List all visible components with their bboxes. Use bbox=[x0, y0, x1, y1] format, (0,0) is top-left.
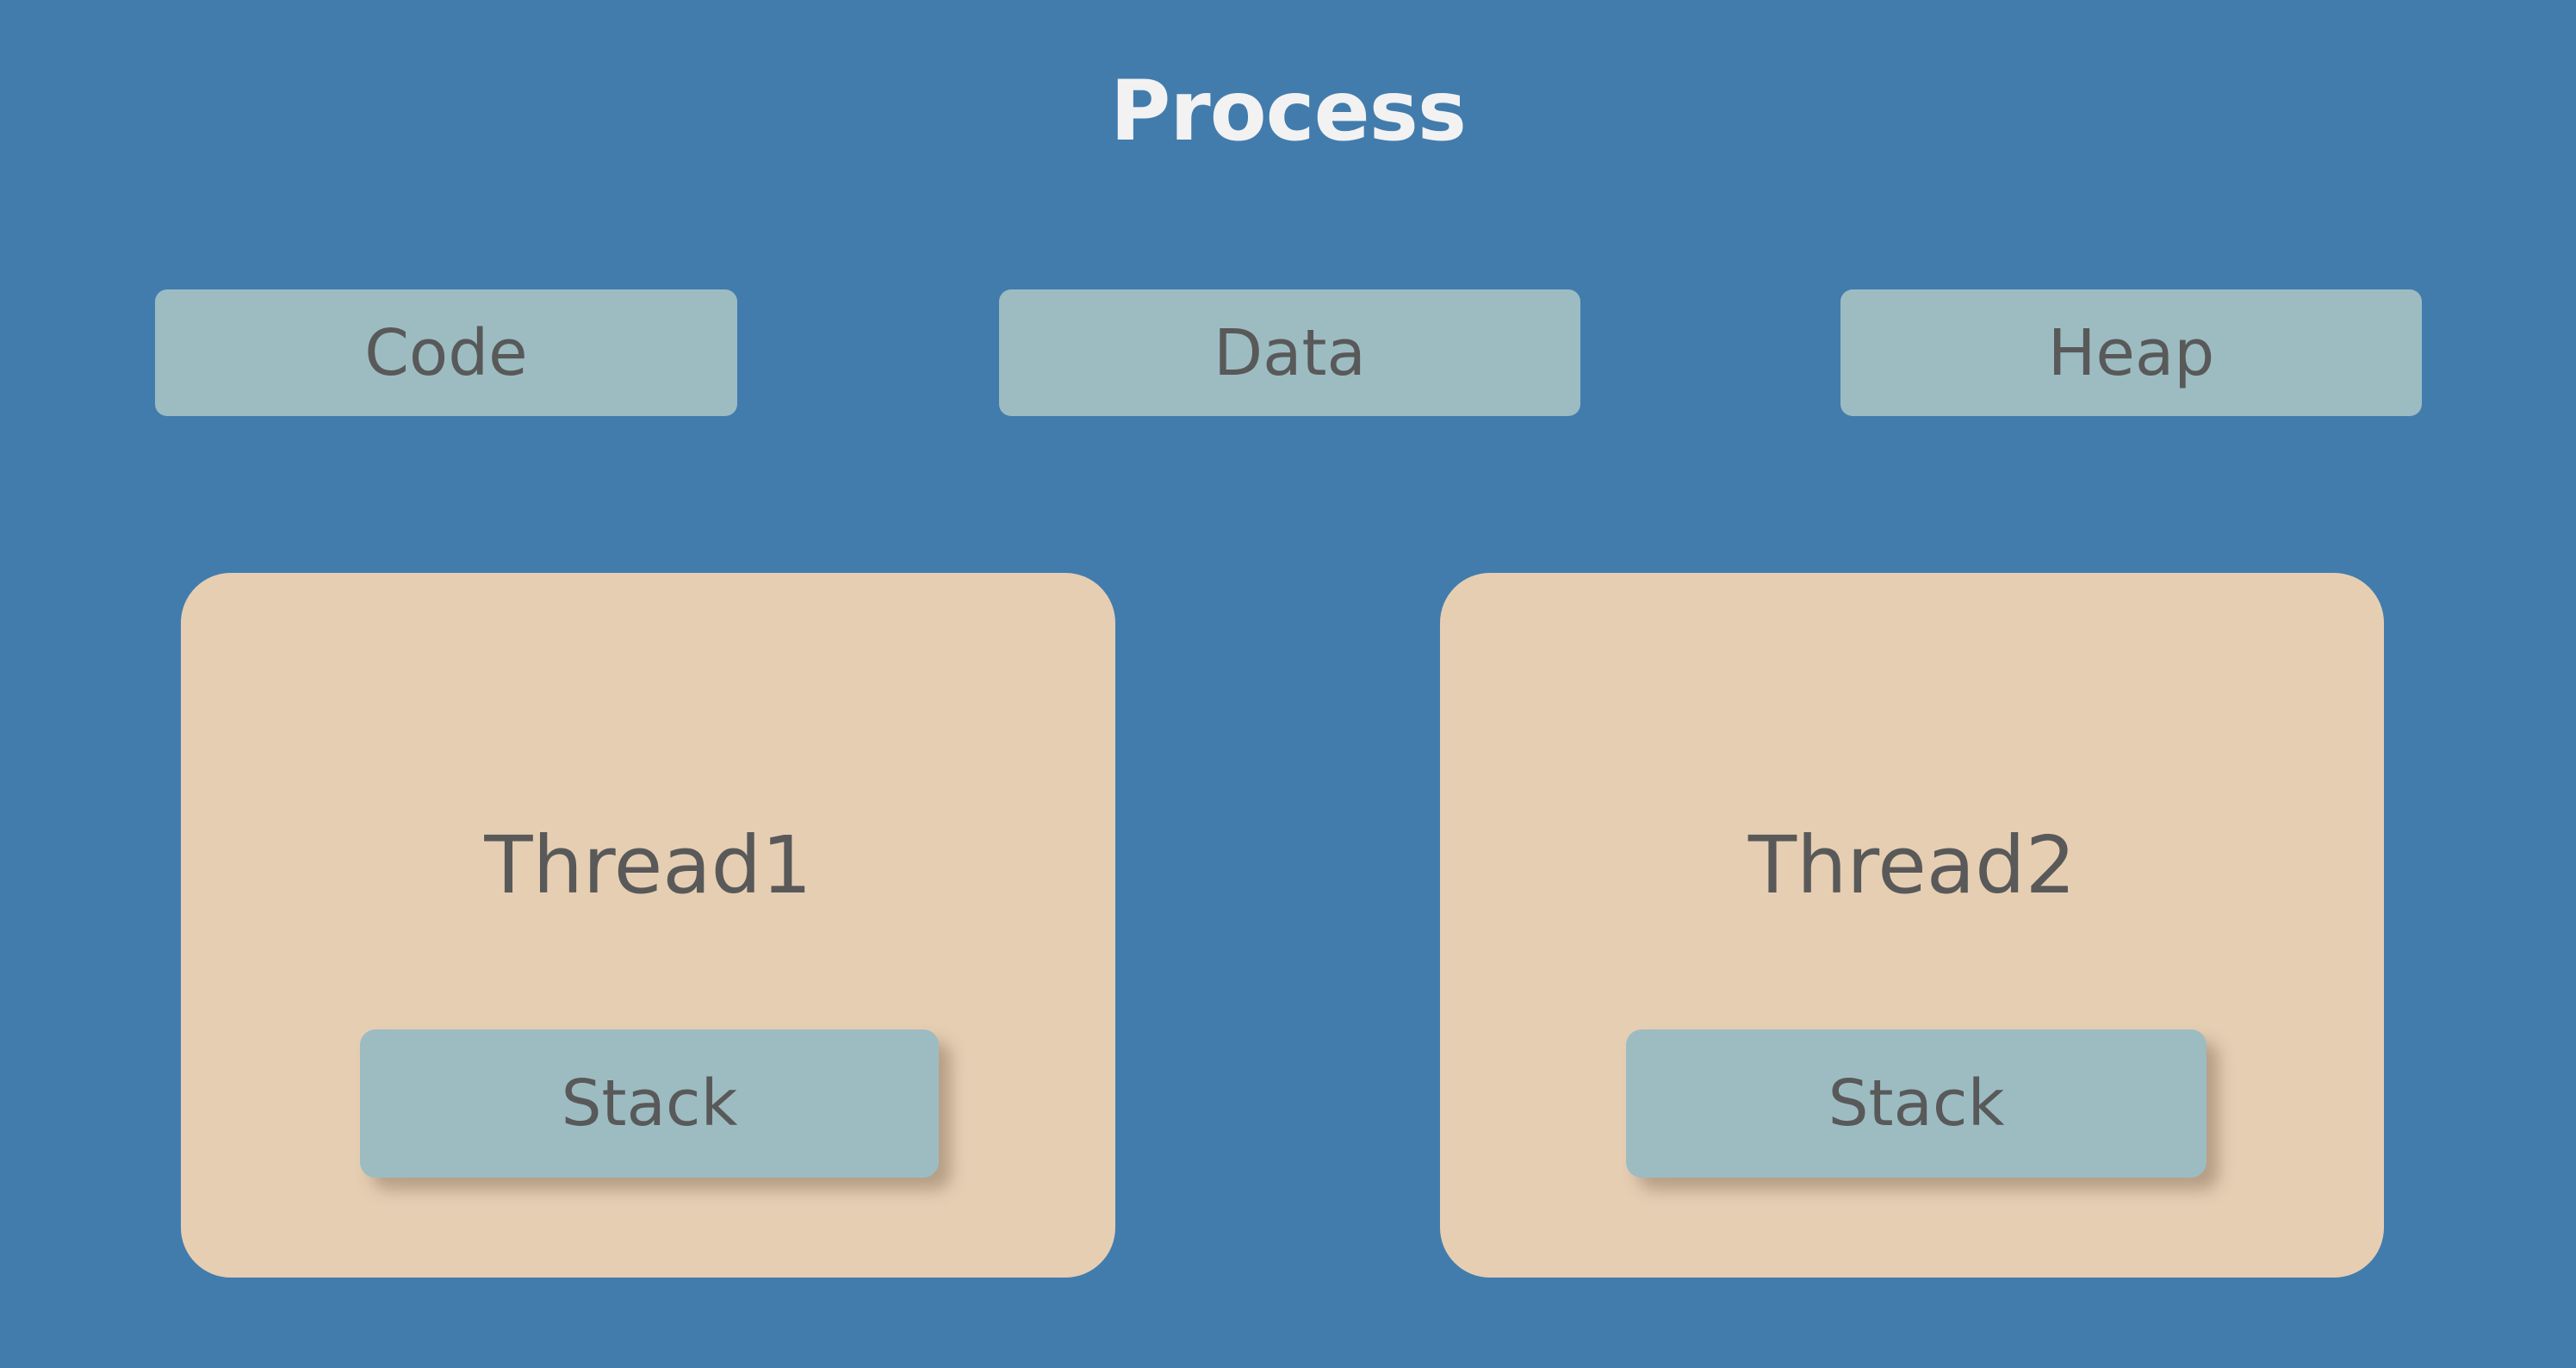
segment-box-code: Code bbox=[155, 289, 737, 416]
stack-label-thread-2: Stack bbox=[1828, 1066, 2005, 1141]
stack-box-thread-1: Stack bbox=[360, 1029, 939, 1178]
thread-label-2: Thread2 bbox=[1747, 819, 2076, 911]
stack-box-thread-2: Stack bbox=[1626, 1029, 2207, 1178]
segment-box-data: Data bbox=[999, 289, 1580, 416]
segment-label-data: Data bbox=[1214, 315, 1366, 390]
segment-box-heap: Heap bbox=[1840, 289, 2422, 416]
page-title: Process bbox=[1110, 63, 1467, 159]
segment-label-code: Code bbox=[364, 315, 528, 390]
thread-card-2: Thread2 Stack bbox=[1440, 573, 2384, 1278]
stack-label-thread-1: Stack bbox=[561, 1066, 738, 1141]
thread-card-1: Thread1 Stack bbox=[181, 573, 1115, 1278]
thread-label-1: Thread1 bbox=[484, 819, 812, 911]
segment-label-heap: Heap bbox=[2047, 315, 2215, 390]
